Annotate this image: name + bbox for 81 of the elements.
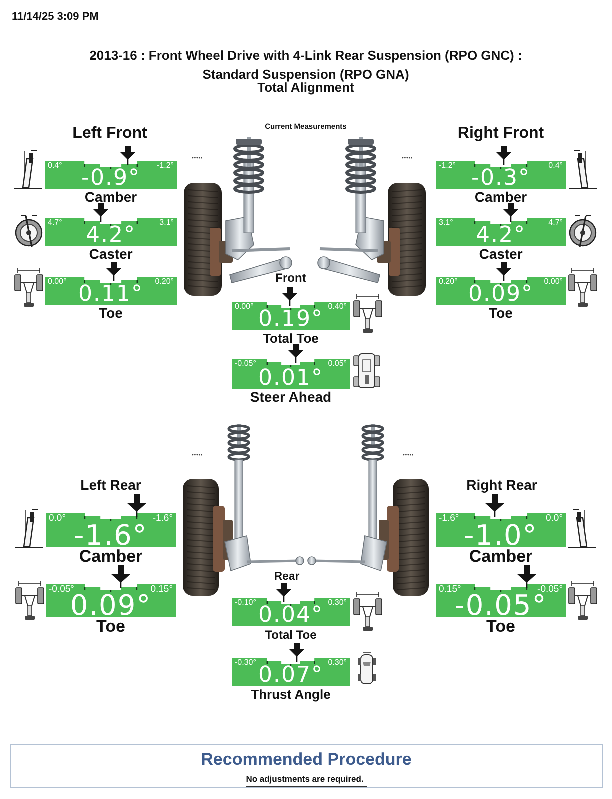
gauge-bar bbox=[436, 584, 566, 617]
gauge-bar bbox=[232, 658, 350, 686]
range-limit: 4.7° bbox=[548, 219, 563, 227]
procedure-panel bbox=[10, 744, 603, 788]
range-limit: 0.15° bbox=[150, 585, 173, 594]
gauge-bar bbox=[45, 161, 177, 189]
gauge-label: Toe bbox=[486, 617, 516, 636]
gauge-bar bbox=[436, 161, 566, 189]
measurement-value: 0.09° bbox=[468, 285, 534, 305]
section-heading: Left Rear bbox=[80, 477, 142, 493]
range-limit: 0.4° bbox=[48, 162, 62, 170]
section-heading: Right Rear bbox=[466, 477, 538, 493]
range-limit: 0.00° bbox=[235, 303, 254, 311]
section-heading: Rear bbox=[274, 571, 300, 583]
gauge-label: Total Toe bbox=[265, 628, 317, 642]
range-limit: 0.00° bbox=[544, 278, 563, 286]
gauge-label: Camber bbox=[84, 189, 138, 205]
range-limit: -1.2° bbox=[439, 162, 456, 170]
section-heading: Front bbox=[276, 271, 306, 285]
note-text: No adjustments are required. bbox=[246, 774, 367, 788]
gauge-label: Toe bbox=[99, 305, 123, 321]
measurement-value: 0.09° bbox=[70, 593, 152, 618]
gauge-bar bbox=[436, 277, 566, 305]
date-text: 11/14/25 3:09 PM bbox=[12, 11, 99, 23]
gauge-label: Camber bbox=[79, 547, 143, 566]
range-limit: -0.30° bbox=[235, 659, 256, 667]
measurement-value: 4.2° bbox=[476, 226, 526, 246]
range-limit: -1.2° bbox=[157, 162, 174, 170]
range-limit: 0.20° bbox=[155, 278, 174, 286]
gauge-bar bbox=[46, 513, 176, 547]
measurement-value: 0.11° bbox=[78, 285, 144, 305]
measurement-value: -0.05° bbox=[454, 593, 548, 618]
measurement-value: -0.9° bbox=[82, 169, 140, 189]
measurement-value: 0.01° bbox=[258, 369, 324, 389]
range-limit: 0.30° bbox=[328, 659, 347, 667]
range-limit: 0.40° bbox=[328, 303, 347, 311]
gauge-label: Toe bbox=[489, 305, 513, 321]
gauge-bar bbox=[232, 598, 350, 626]
measurement-value: 0.04° bbox=[258, 606, 324, 626]
measurement-value: -1.0° bbox=[464, 523, 538, 548]
range-limit: -1.6° bbox=[439, 514, 460, 524]
page-title: 2013-16 : Front Wheel Drive with 4-Link Rear Suspension (RPO GNC) : Standard Suspension (RPO GNA) bbox=[90, 48, 522, 82]
gauge-label: Total Toe bbox=[263, 331, 319, 346]
section-heading: Left Front bbox=[72, 125, 148, 142]
gauge-bar bbox=[45, 277, 177, 305]
panel-heading: Recommended Procedure bbox=[201, 750, 412, 769]
range-limit: 0.4° bbox=[548, 162, 563, 170]
range-limit: -0.05° bbox=[538, 585, 563, 594]
range-limit: 0.30° bbox=[328, 599, 347, 607]
range-limit: -0.10° bbox=[235, 599, 256, 607]
gauge-label: Thrust Angle bbox=[251, 687, 331, 702]
section-heading: Right Front bbox=[458, 125, 544, 142]
gauge-bar bbox=[232, 359, 350, 389]
range-limit: 0.00° bbox=[48, 278, 67, 286]
range-limit: 0.0° bbox=[546, 514, 563, 524]
measurement-value: -1.6° bbox=[74, 523, 148, 548]
range-limit: 0.15° bbox=[439, 585, 462, 594]
gauge-label: Caster bbox=[89, 246, 133, 262]
range-limit: 4.7° bbox=[48, 219, 62, 227]
range-limit: 0.05° bbox=[328, 360, 347, 368]
gauge-bar bbox=[436, 218, 566, 246]
gauge-label: Caster bbox=[479, 246, 523, 262]
gauge-bar bbox=[436, 513, 566, 547]
gauge-bar bbox=[232, 302, 350, 330]
gauge-bar bbox=[46, 584, 176, 617]
measurement-value: 0.07° bbox=[258, 666, 324, 686]
measurement-value: 0.19° bbox=[258, 310, 324, 330]
range-limit: 0.0° bbox=[49, 514, 66, 524]
range-limit: -0.05° bbox=[235, 360, 256, 368]
range-limit: 0.20° bbox=[439, 278, 458, 286]
range-limit: 3.1° bbox=[160, 219, 174, 227]
gauge-label: Camber bbox=[474, 189, 528, 205]
gauge-label: Camber bbox=[469, 547, 533, 566]
range-limit: -0.05° bbox=[49, 585, 74, 594]
measurement-value: -0.3° bbox=[472, 169, 530, 189]
gauge-label: Steer Ahead bbox=[250, 389, 332, 405]
measurement-value: 4.2° bbox=[86, 226, 136, 246]
range-limit: -1.6° bbox=[152, 514, 173, 524]
gauge-bar bbox=[45, 218, 177, 246]
range-limit: 3.1° bbox=[439, 219, 454, 227]
gauge-label: Toe bbox=[96, 617, 126, 636]
